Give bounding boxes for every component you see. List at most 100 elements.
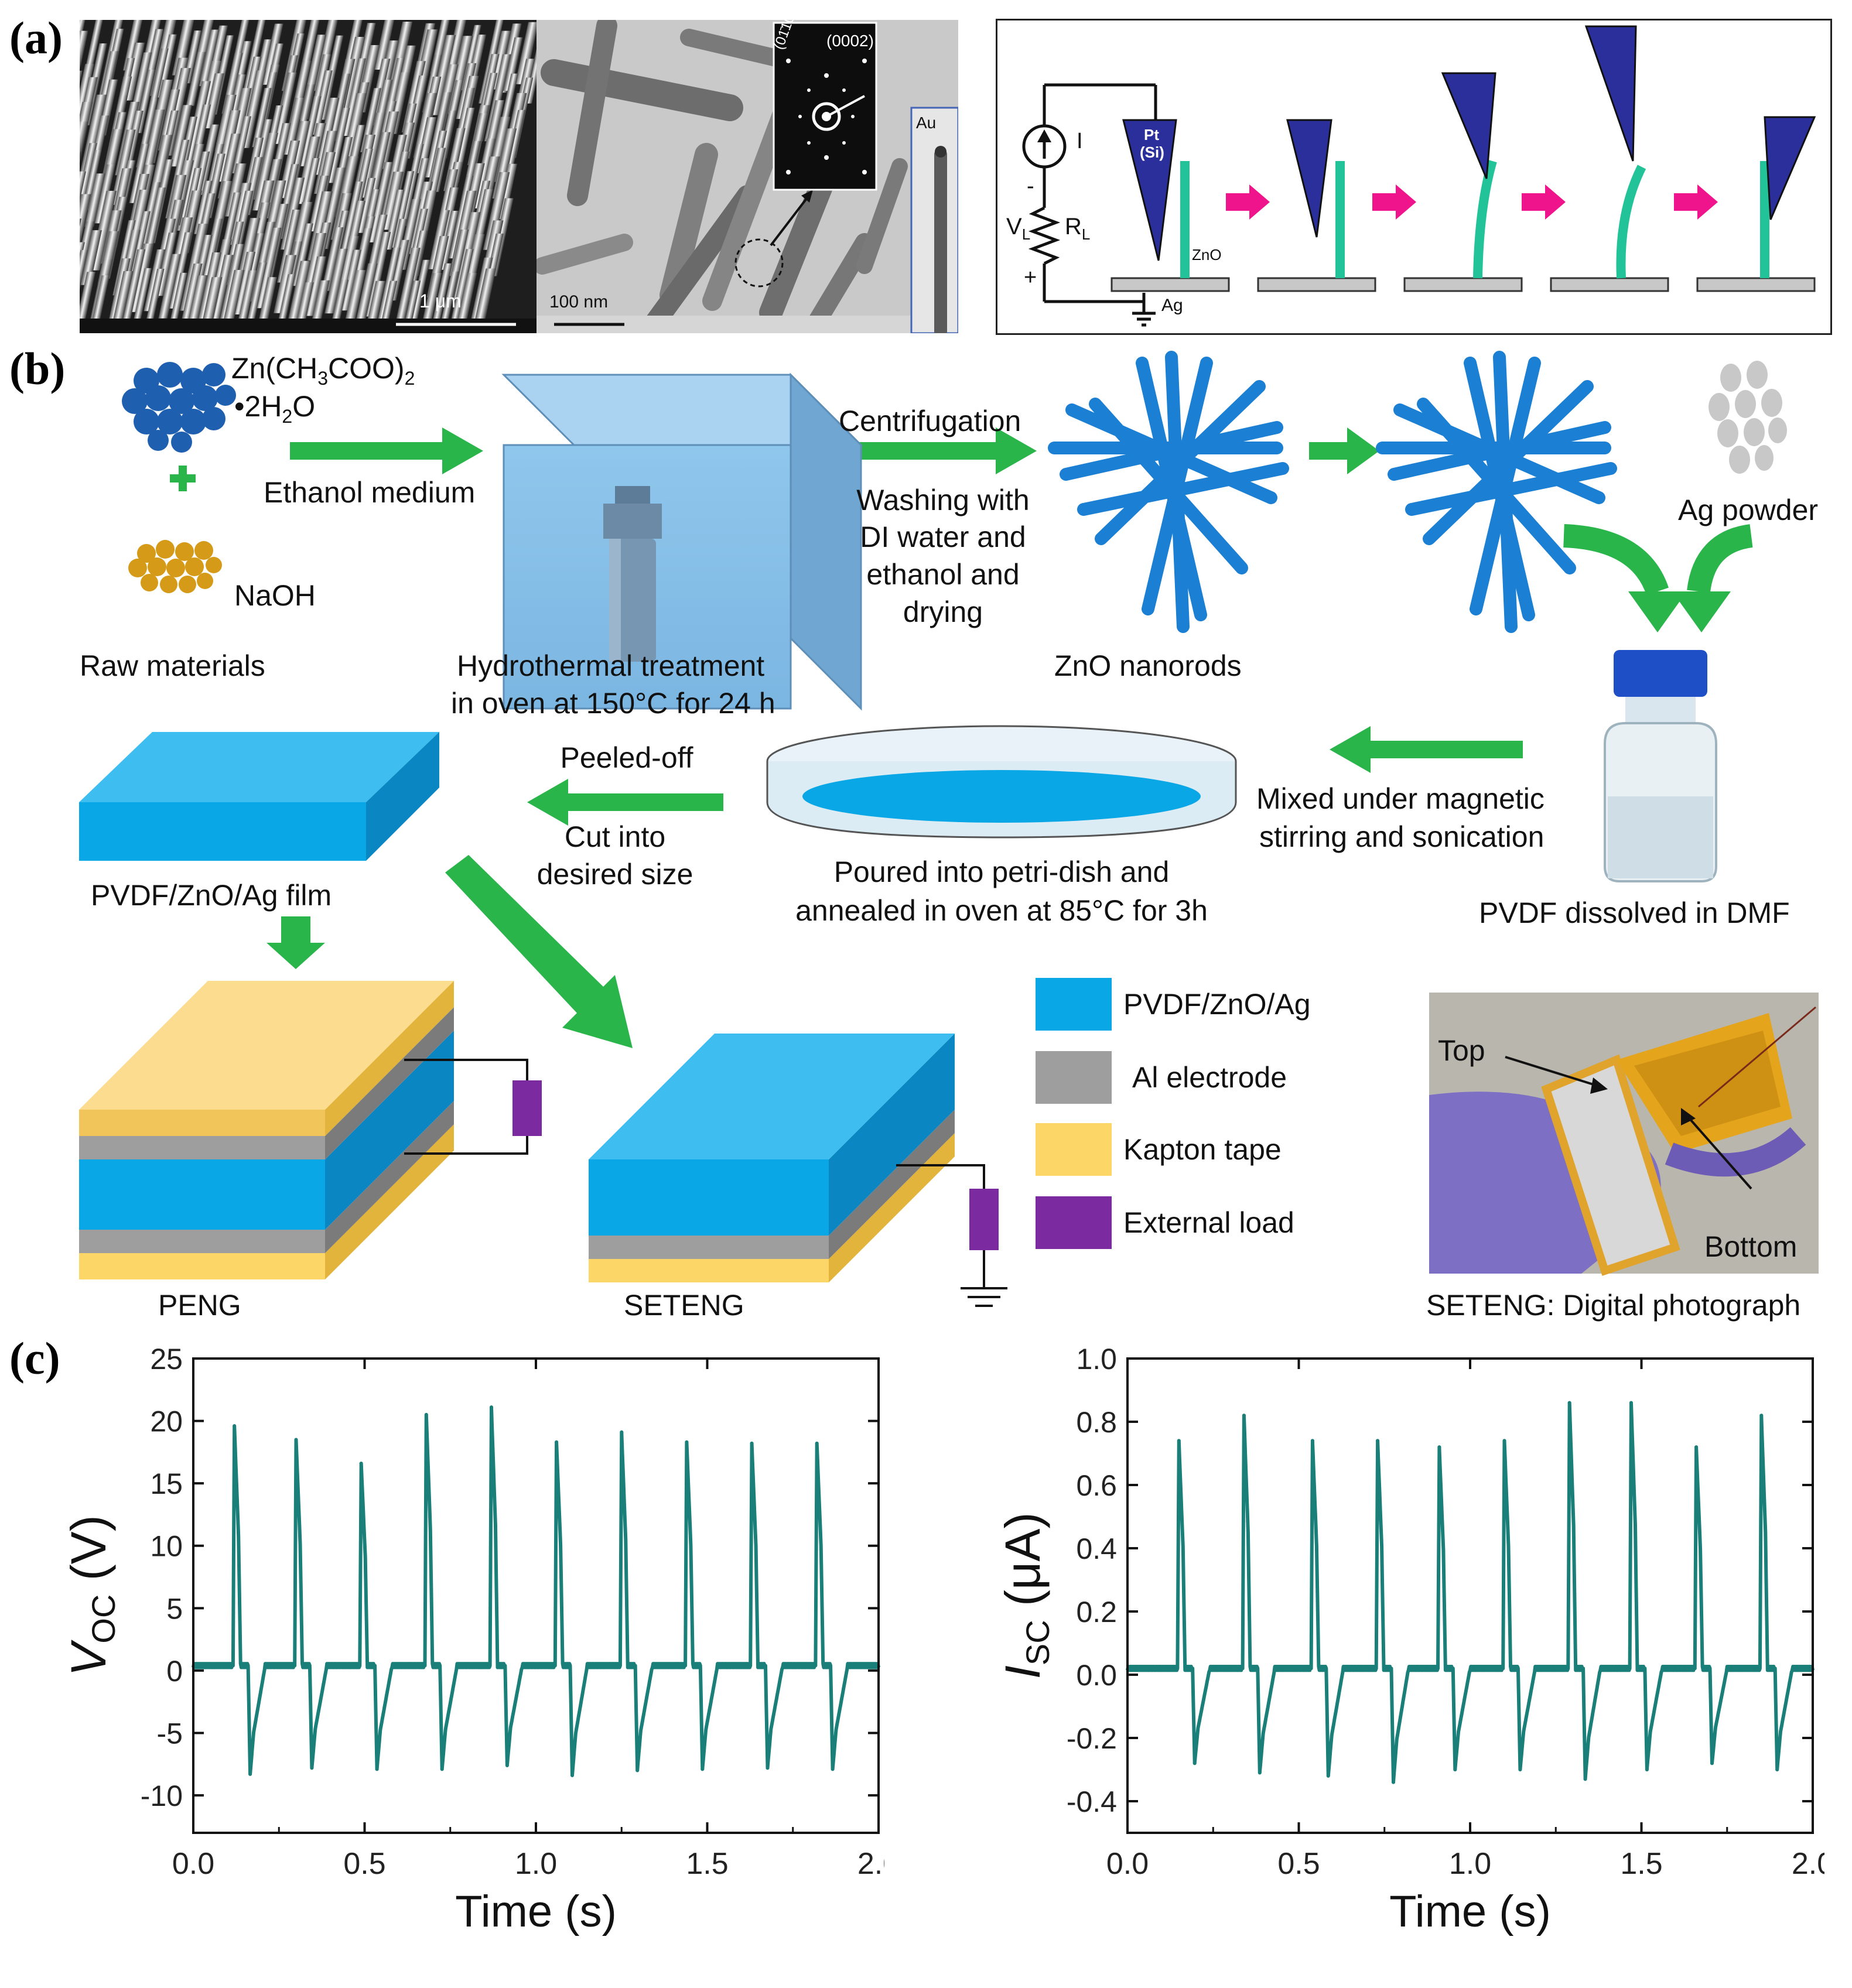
y-tick-label: 0.2 xyxy=(1076,1596,1117,1628)
centrifugation-label: Centrifugation xyxy=(839,405,1021,437)
peak-point xyxy=(750,1441,754,1445)
afm-bending-schematic xyxy=(1022,25,1816,327)
plot-frame xyxy=(1126,1357,1814,1834)
x-tick-label: 2.0 xyxy=(857,1847,884,1881)
x-tick-label: 0.0 xyxy=(172,1847,214,1881)
x-tick-label: 1.0 xyxy=(515,1847,557,1881)
sem-nanowire xyxy=(289,282,314,333)
pvdf-bottle-caption: PVDF dissolved in DMF xyxy=(1479,897,1790,929)
trough-point xyxy=(701,1767,705,1771)
y-tick-label: 0.6 xyxy=(1076,1469,1117,1502)
sem-nanowire xyxy=(369,132,391,191)
diagonal-arrow xyxy=(445,855,633,1048)
sem-nanowire xyxy=(203,218,223,276)
sem-nanowire xyxy=(80,94,107,172)
sem-nanowire xyxy=(80,194,91,256)
photo-bottom-label: Bottom xyxy=(1704,1230,1798,1263)
voltage-symbol: V xyxy=(1006,214,1022,239)
sem-nanowire xyxy=(216,270,245,333)
trough-point xyxy=(248,1772,252,1776)
y-tick-label: 10 xyxy=(150,1530,183,1563)
hydrate-c: O xyxy=(292,390,316,423)
sem-nanowire xyxy=(321,227,344,291)
autoclave-icon xyxy=(603,486,662,662)
tip-label: Pt xyxy=(1144,126,1159,143)
sem-nanowire xyxy=(221,192,241,251)
sem-nanowire xyxy=(374,20,396,70)
sem-nanowire xyxy=(80,249,88,318)
peak-point xyxy=(294,1438,298,1442)
panel-label-a: (a) xyxy=(9,12,63,63)
flow-arrow-2 xyxy=(838,427,1037,474)
hydrothermal-caption-2: in oven at 150°C for 24 h xyxy=(451,687,775,720)
hydrothermal-caption-1: Hydrothermal treatment xyxy=(457,649,765,682)
peak-point xyxy=(1242,1414,1246,1418)
sem-nanowire xyxy=(299,96,322,166)
peng-device xyxy=(79,981,542,1279)
y-tick-label: -10 xyxy=(141,1780,183,1812)
saed-top-label: (0002) xyxy=(826,32,874,50)
minus-sign: - xyxy=(1027,174,1034,199)
voltage-subscript: L xyxy=(1021,225,1031,243)
tem-nanorods xyxy=(537,20,958,333)
ag-powder-caption: Ag powder xyxy=(1678,494,1819,526)
y-label-unit: (μA) xyxy=(995,1513,1050,1620)
sem-nanowire-array xyxy=(80,20,537,333)
plus-sign: + xyxy=(1024,265,1037,290)
ethanol-medium-label: Ethanol medium xyxy=(264,476,476,509)
sem-nanowire xyxy=(168,272,188,328)
trough-point xyxy=(570,1773,574,1777)
legend-label-kapton: Kapton tape xyxy=(1123,1133,1282,1166)
peak-point xyxy=(359,1462,363,1466)
y-label-symbol: V xyxy=(61,1640,116,1676)
data-trace xyxy=(192,1405,880,1777)
sem-nanowire xyxy=(415,117,437,173)
sem-nanowire xyxy=(80,230,102,285)
trough-point xyxy=(1775,1768,1779,1771)
sem-nanowire xyxy=(261,23,283,85)
sem-nanowire xyxy=(328,73,350,141)
sem-nanowire xyxy=(80,171,86,242)
x-axis-label: Time (s) xyxy=(455,1887,617,1936)
sem-nanowire xyxy=(394,248,421,329)
raw-materials-caption: Raw materials xyxy=(80,649,265,682)
sem-nanowire xyxy=(515,22,537,84)
y-tick-label: -0.2 xyxy=(1067,1722,1117,1755)
sem-nanowire xyxy=(197,252,222,323)
peak-point xyxy=(555,1440,559,1444)
trough-point xyxy=(766,1766,770,1770)
seteng-caption: SETENG xyxy=(624,1289,744,1322)
sem-nanowire xyxy=(324,248,348,314)
zinc-acetate-c: COO) xyxy=(328,352,405,385)
petri-caption-1: Poured into petri-dish and xyxy=(833,856,1170,888)
sem-image: 1 μm xyxy=(80,20,537,333)
sem-nanowire xyxy=(169,232,193,309)
y-tick-label: -5 xyxy=(157,1717,183,1750)
sem-nanowire xyxy=(90,275,110,329)
sem-nanowire xyxy=(233,252,256,314)
ag-powder-cluster xyxy=(1709,361,1787,474)
panel-label-c: (c) xyxy=(9,1333,60,1384)
down-arrow xyxy=(266,916,325,969)
peak-point xyxy=(1310,1439,1314,1443)
y-label-subscript: SC xyxy=(1019,1620,1056,1665)
trough-point xyxy=(440,1767,444,1771)
zinc-acetate-label: Zn(CH3COO)2 xyxy=(231,351,415,389)
sem-nanowire xyxy=(449,249,474,326)
sem-nanowire xyxy=(142,110,165,169)
mix-label-2: stirring and sonication xyxy=(1259,820,1545,853)
y-tick-label: 25 xyxy=(150,1343,183,1375)
peak-point xyxy=(1177,1439,1181,1443)
sem-nanowire xyxy=(305,280,330,333)
sem-nanowire xyxy=(311,70,333,135)
sem-nanowire xyxy=(80,30,88,108)
y-tick-label: 1.0 xyxy=(1076,1343,1117,1375)
pvdf-film xyxy=(79,732,439,861)
sem-nanowire xyxy=(122,249,146,321)
legend-swatch-load xyxy=(1036,1196,1112,1249)
curved-arrow-ag xyxy=(1687,524,1754,593)
sem-nanowire xyxy=(449,273,477,333)
trough-point xyxy=(1710,1761,1714,1765)
flow-arrow-1 xyxy=(290,427,483,474)
sem-nanowire xyxy=(483,172,510,250)
